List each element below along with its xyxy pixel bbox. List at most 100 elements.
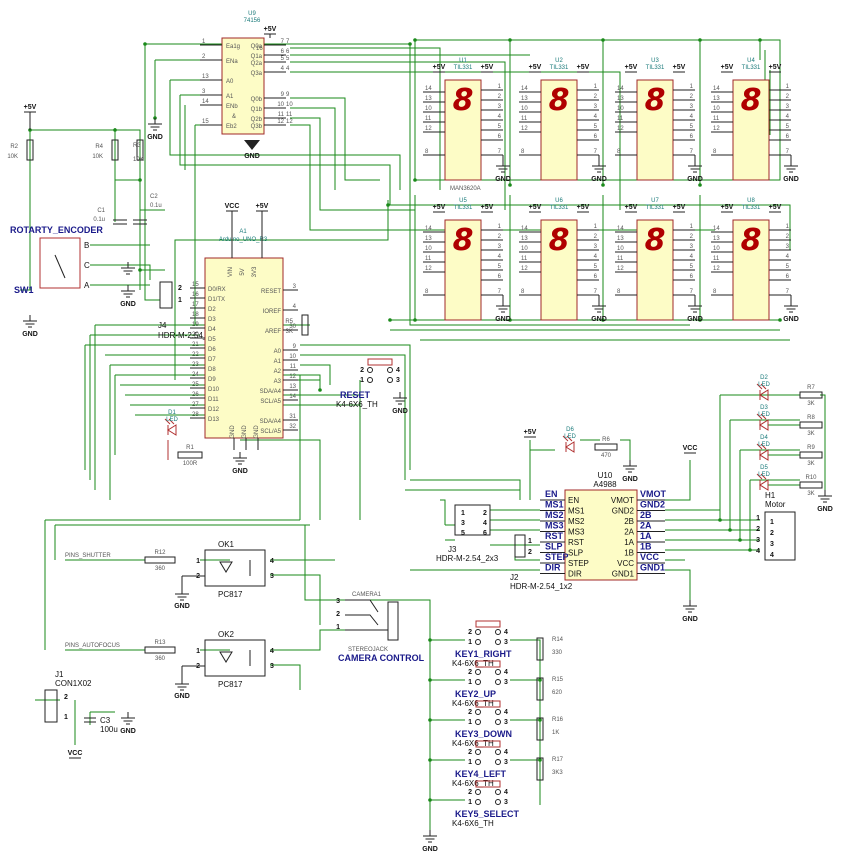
opto-ref: OK2 xyxy=(218,630,235,639)
switch-pin: 3 xyxy=(504,719,508,726)
pin-number: 5 xyxy=(690,124,694,130)
power-label: +5V xyxy=(625,64,638,71)
net-wire xyxy=(300,364,331,385)
resistor-ref: R5 xyxy=(285,319,293,325)
net-wire xyxy=(665,569,691,600)
net-wire xyxy=(300,344,411,470)
arduino-body xyxy=(204,257,284,439)
resistor-value: 3K3 xyxy=(552,770,563,776)
cap-ref: C1 xyxy=(97,208,105,214)
motor-pin: 1 xyxy=(770,519,774,526)
resistor-r16 xyxy=(536,717,544,741)
arduino-top-pin: 3V3 xyxy=(252,266,258,277)
u9-body xyxy=(221,37,265,135)
pin-number: 16 xyxy=(192,292,199,298)
net-wire xyxy=(414,39,781,181)
led-tag: LED xyxy=(758,472,770,478)
power-label: VCC xyxy=(225,203,240,210)
pin-number: 13 xyxy=(713,236,720,242)
power-label: +5V xyxy=(524,429,537,436)
led-body xyxy=(759,449,769,461)
key-part: K4-6X6_TH xyxy=(452,699,494,708)
junction-dot xyxy=(601,318,605,322)
led-ray xyxy=(756,473,763,480)
u10-pin-name: 1B xyxy=(624,549,634,558)
pin-number: 27 xyxy=(192,402,199,408)
pin-number: 21 xyxy=(192,342,199,348)
camera-contact xyxy=(345,614,379,626)
resistor-value: 360 xyxy=(155,566,166,572)
pin-number: 10 xyxy=(425,246,432,252)
net-wire xyxy=(300,354,406,480)
led-ref: D6 xyxy=(566,427,574,433)
key-switch xyxy=(475,780,501,805)
motor-label: Motor xyxy=(765,500,786,509)
display-part: TIL331 xyxy=(550,205,569,211)
resistor-value: 360 xyxy=(155,656,166,662)
pin-number: 14 xyxy=(617,226,624,232)
led-d2 xyxy=(756,383,769,401)
opto-part: PC817 xyxy=(218,590,243,599)
pin-number: 2 xyxy=(786,234,790,240)
j4-pin: 2 xyxy=(178,285,182,292)
junction-dot xyxy=(138,178,142,182)
arduino-pin-name: D4 xyxy=(208,327,216,333)
pin-number: 8 xyxy=(713,149,717,155)
pin-number: 1 xyxy=(690,84,694,90)
u9-pin-name: Q1a xyxy=(251,54,263,60)
power-label: +5V xyxy=(529,204,542,211)
ground-label: GND xyxy=(622,476,638,483)
pin-number: 23 xyxy=(192,362,199,368)
encoder-label: ROTARTY_ENCODER xyxy=(10,225,103,235)
ground-label: GND xyxy=(232,468,248,475)
pin-number: 11 xyxy=(713,256,720,262)
junction-dot xyxy=(413,178,417,182)
j1-body xyxy=(44,689,58,723)
power-label: +5V xyxy=(673,204,686,211)
u10-pin-name: EN xyxy=(568,496,579,505)
switch-pin: 3 xyxy=(504,799,508,806)
display-ref: U1 xyxy=(459,58,467,64)
junction-dot xyxy=(428,678,432,682)
pin-number: 1 xyxy=(498,224,502,230)
resistor-ref: R17 xyxy=(552,757,564,763)
resistor-ref: R8 xyxy=(807,415,815,421)
pin-number: 14 xyxy=(425,226,432,232)
switch-pin: 2 xyxy=(468,709,472,716)
arduino-pin-name: D5 xyxy=(208,337,216,343)
resistor-ref: R7 xyxy=(807,385,815,391)
resistor-r5 xyxy=(301,314,309,336)
opto-led xyxy=(219,561,233,573)
camera-contact xyxy=(345,599,379,613)
key-part: K4-6X6_TH xyxy=(452,819,494,828)
display-part: TIL331 xyxy=(646,65,665,71)
display-part: TIL331 xyxy=(742,65,761,71)
pin-number: 22 xyxy=(192,352,199,358)
pin-number: 14 xyxy=(521,86,528,92)
u9-pin-num: 6 xyxy=(286,49,290,55)
u10-body xyxy=(564,489,638,581)
led-body xyxy=(759,389,769,401)
u10-pin-name: SLP xyxy=(568,549,583,558)
pin-number: 6 xyxy=(594,274,598,280)
switch-pin: 4 xyxy=(504,629,508,636)
switch-pin: 3 xyxy=(504,639,508,646)
pin-number: 6 xyxy=(690,274,694,280)
switch-contact xyxy=(475,709,481,715)
display-body xyxy=(636,79,674,181)
display-ref: U5 xyxy=(459,198,467,204)
key-switch xyxy=(367,358,393,383)
pin-number: 14 xyxy=(713,86,720,92)
switch-contact xyxy=(495,719,501,725)
cap-ref: C3 xyxy=(100,716,111,725)
display-group-label: MAN3620A xyxy=(450,186,481,192)
pin-number: 4 xyxy=(690,114,694,120)
pin-number: 9 xyxy=(293,344,297,350)
arduino-pin-name: IOREF xyxy=(263,309,282,315)
u10-pin-name: DIR xyxy=(568,570,582,579)
switch-pin: 1 xyxy=(468,759,472,766)
switch-actuator xyxy=(475,740,501,748)
key-switch xyxy=(475,700,501,725)
switch-pin: 1 xyxy=(468,679,472,686)
